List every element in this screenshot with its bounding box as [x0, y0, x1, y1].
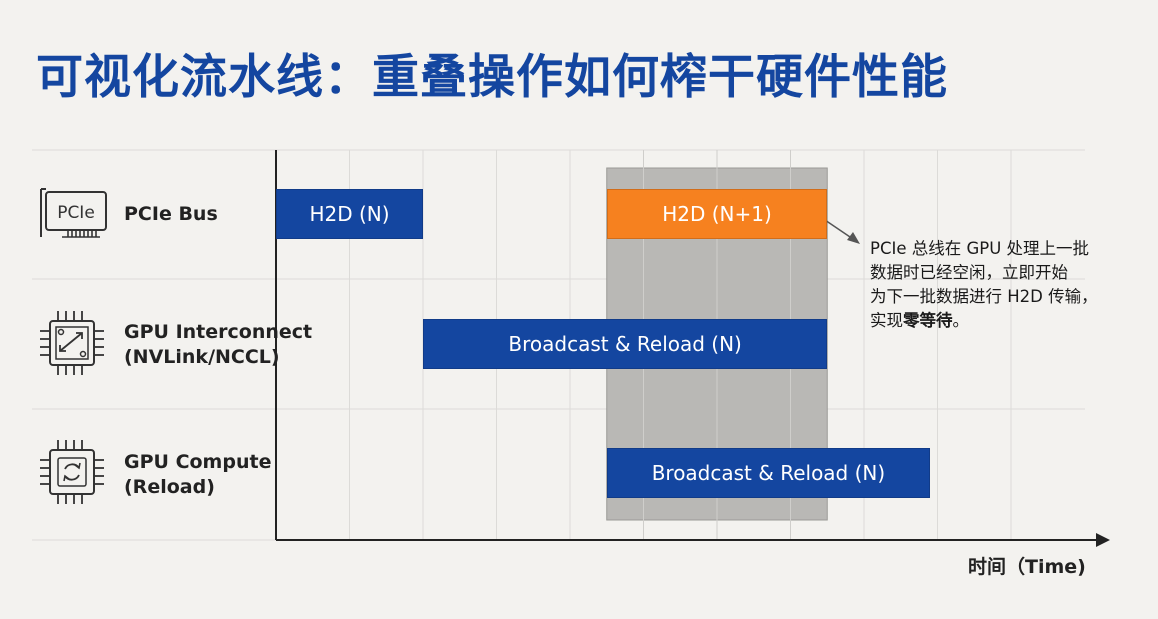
lane-label-gpu-interconnect-line2: (NVLink/NCCL)	[124, 346, 280, 368]
annotation-line-1: PCIe 总线在 GPU 处理上一批	[870, 239, 1090, 258]
annotation-zero-wait: 零等待	[903, 311, 953, 330]
lane-label-gpu-compute: GPU Compute (Reload)	[124, 450, 271, 500]
annotation-arrowhead	[847, 232, 860, 244]
bar-h2d-n-plus-1: H2D (N+1)	[606, 189, 828, 239]
pcie-card-icon: PCIe	[40, 188, 107, 238]
lane-label-gpu-interconnect: GPU Interconnect (NVLink/NCCL)	[124, 320, 312, 370]
annotation-line-4-suffix: 。	[952, 311, 970, 330]
bar-interconnect-broadcast-reload-n: Broadcast & Reload (N)	[423, 319, 828, 369]
page-title: 可视化流水线：重叠操作如何榨干硬件性能	[36, 50, 948, 105]
time-axis-arrowhead	[1096, 533, 1110, 547]
annotation-line-3: 为下一批数据进行 H2D 传输，	[870, 287, 1098, 306]
bar-compute-broadcast-reload-n: Broadcast & Reload (N)	[606, 448, 931, 498]
compute-chip-icon	[40, 440, 104, 504]
interconnect-chip-icon	[40, 311, 104, 375]
time-axis-label: 时间（Time)	[968, 556, 1086, 578]
annotation-line-4-prefix: 实现	[870, 311, 903, 330]
time-grid	[32, 149, 1085, 541]
bar-h2d-n: H2D (N)	[276, 189, 423, 239]
annotation-line-2: 数据时已经空闲，立即开始	[870, 263, 1068, 282]
lane-label-gpu-compute-line1: GPU Compute	[124, 451, 272, 473]
annotation-note: PCIe 总线在 GPU 处理上一批 数据时已经空闲，立即开始 为下一批数据进行…	[870, 237, 1140, 333]
annotation-line-4: 实现零等待。	[870, 309, 1140, 333]
lane-label-gpu-interconnect-line1: GPU Interconnect	[124, 321, 313, 343]
pcie-icon-text: PCIe	[57, 203, 95, 223]
lane-label-pcie-bus: PCIe Bus	[124, 203, 218, 225]
lane-label-gpu-compute-line2: (Reload)	[124, 476, 215, 498]
